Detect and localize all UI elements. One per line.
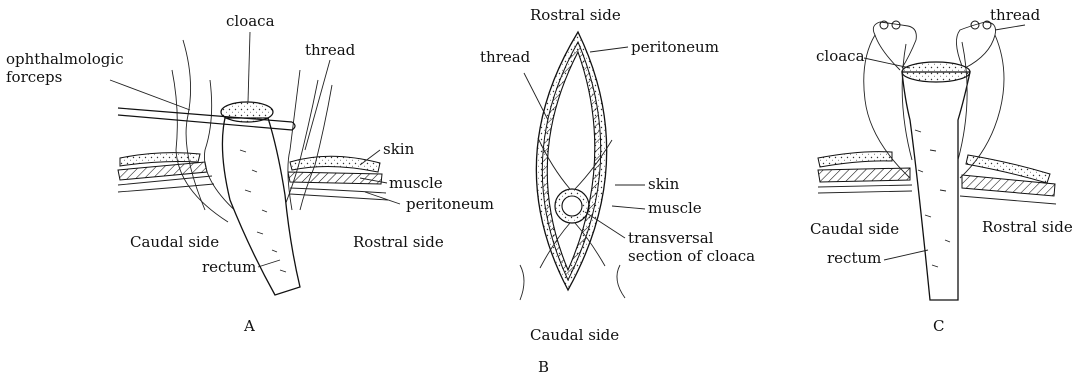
rostral-label-b: Rostral side <box>530 6 621 24</box>
panel-b: Rostral side thread peritoneum skin musc… <box>480 6 755 376</box>
thread-label-b: thread <box>480 48 531 66</box>
forceps-label-line2: forceps <box>6 68 62 86</box>
section-label-line2: section of cloaca <box>628 247 755 265</box>
panel-label-a: A <box>243 317 255 335</box>
peritoneum-label-a: peritoneum <box>406 195 494 213</box>
cloaca-label-a: cloaca <box>226 12 275 30</box>
caudal-label-c: Caudal side <box>810 220 899 238</box>
panel-c-left-tissue <box>818 152 912 193</box>
rostral-label-c: Rostral side <box>982 218 1073 236</box>
panel-a-left-tissue <box>118 153 214 192</box>
panel-a-right-tissue <box>288 156 388 200</box>
panel-label-b: B <box>538 358 549 376</box>
section-label-line1: transversal <box>628 229 714 247</box>
panel-label-c: C <box>933 317 944 335</box>
skin-label-b: skin <box>648 175 680 193</box>
panel-c: thread cloaca Caudal side Rostral side r… <box>810 6 1073 335</box>
skin-label-a: skin <box>383 140 415 158</box>
panel-b-cloaca-section <box>555 189 589 223</box>
panel-a: cloaca ophthalmologic forceps thread ski… <box>6 12 494 335</box>
caudal-label-a: Caudal side <box>130 233 219 251</box>
rostral-label-a: Rostral side <box>353 233 444 251</box>
peritoneum-label-b: peritoneum <box>631 38 719 56</box>
thread-label-a: thread <box>305 41 356 59</box>
thread-label-c: thread <box>990 6 1041 24</box>
rectum-label-a: rectum <box>202 258 256 276</box>
muscle-label-b: muscle <box>648 199 702 217</box>
forceps-label-line1: ophthalmologic <box>6 50 124 68</box>
rectum-label-c: rectum <box>827 249 881 267</box>
muscle-label-a: muscle <box>389 174 443 192</box>
caudal-label-b: Caudal side <box>530 326 619 344</box>
cloaca-label-c: cloaca <box>816 47 865 65</box>
panel-c-rectum <box>902 62 970 300</box>
